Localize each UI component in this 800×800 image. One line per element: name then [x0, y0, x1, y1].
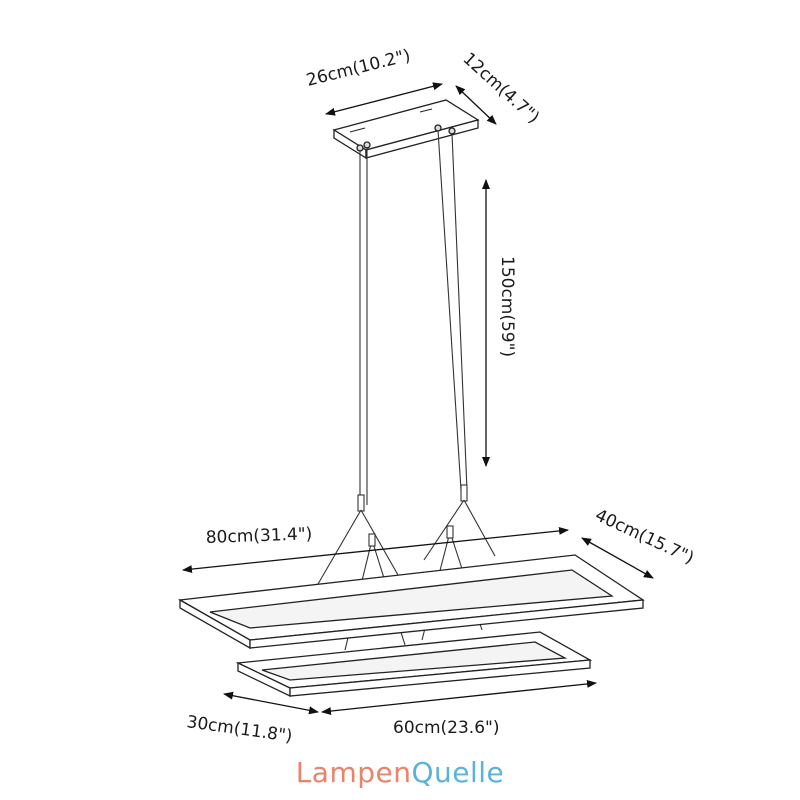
canopy-length-arrow	[325, 82, 443, 116]
large-width-arrow	[581, 537, 654, 579]
ceiling-canopy	[332, 99, 480, 160]
large-width-label: 40cm(15.7")	[592, 505, 697, 568]
cable-length-label: 150cm(59")	[497, 256, 517, 357]
large-length-label: 80cm(31.4")	[205, 524, 312, 548]
canopy-length-label: 26cm(10.2")	[304, 46, 412, 91]
small-length-label: 60cm(23.6")	[393, 718, 499, 738]
small-length-arrow	[321, 679, 597, 716]
small-width-label: 30cm(11.8")	[185, 712, 293, 747]
large-frame	[177, 554, 645, 650]
dimension-arrows	[182, 82, 654, 716]
small-width-arrow	[223, 691, 319, 715]
large-length-arrow	[182, 526, 569, 574]
canopy-width-arrow	[455, 85, 497, 125]
brand-name-part2: Quelle	[411, 756, 505, 789]
brand-name-part1: Lampen	[295, 756, 412, 789]
brand-logo: LampenQuelle	[0, 756, 800, 789]
